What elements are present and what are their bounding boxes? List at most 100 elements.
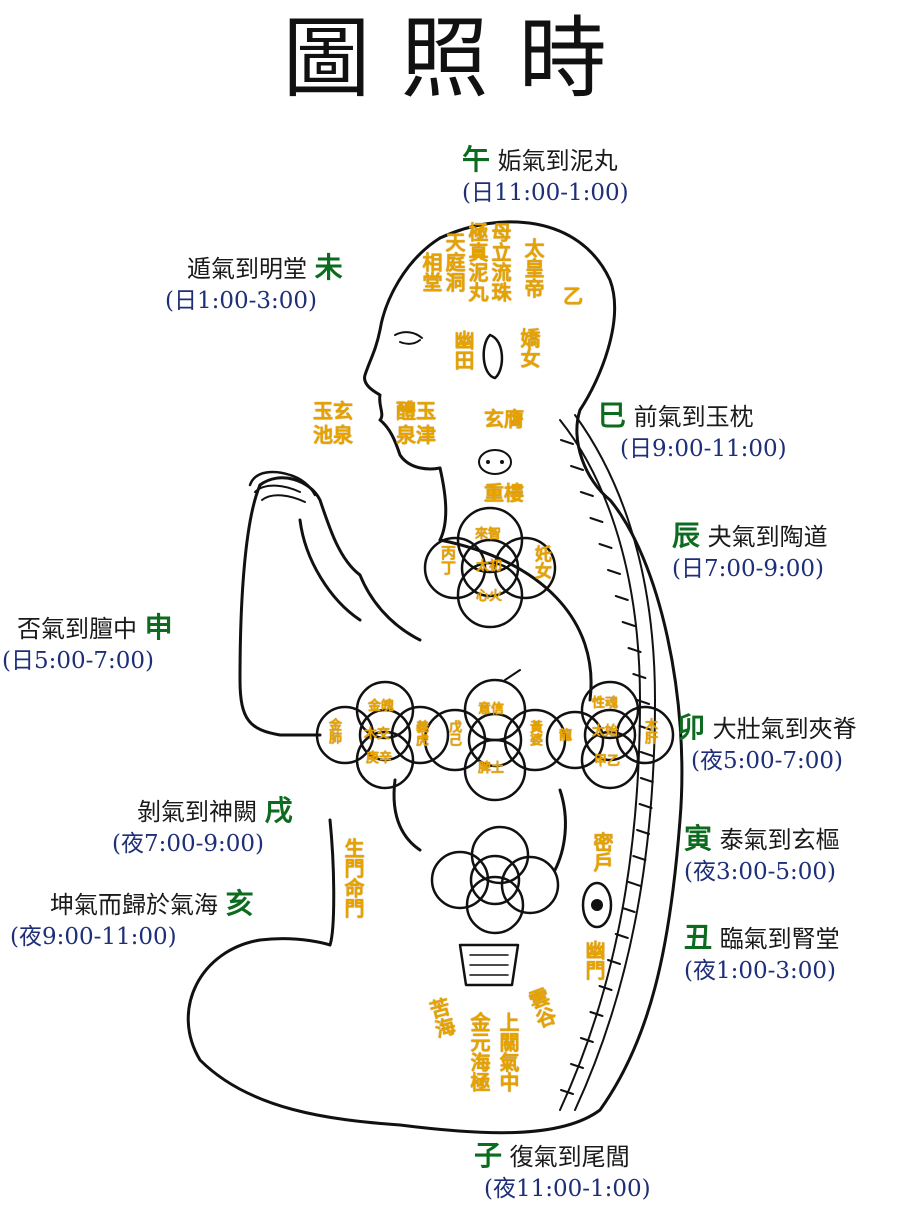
annotation-chou: 丑 臨氣到腎堂 (夜1:00-3:00) [684, 922, 840, 987]
vertebra-mark [636, 699, 651, 705]
vertebra-mark [627, 881, 642, 887]
annotation-xu-text: 剝氣到神闕 [137, 798, 257, 826]
label-jinfei: 金肺 [326, 718, 341, 744]
vertebra-mark [560, 439, 574, 445]
label-jinpo: 金魄 [368, 699, 395, 714]
annotation-si-text: 前氣到玉枕 [633, 403, 754, 431]
vertebra-mark [614, 933, 629, 939]
vertebra-mark [607, 569, 622, 575]
branch-si: 巳 [598, 399, 627, 432]
label-youtian: 幽田 [451, 330, 475, 370]
branch-wei: 未 [314, 251, 343, 284]
annotation-shen-time: (日5:00-7:00) [2, 648, 155, 674]
annotation-wei-time: (日1:00-3:00) [165, 288, 318, 314]
annotation-zi-time: (夜11:00-1:00) [484, 1176, 651, 1202]
annotation-chen-text: 夬氣到陶道 [707, 523, 828, 551]
label-shangguan: 上關氣中 [496, 1012, 520, 1092]
annotation-shen-text: 否氣到膻中 [17, 615, 137, 643]
annotation-hai-text: 坤氣而歸於氣海 [50, 891, 218, 919]
label-mujiao: 木交 [364, 727, 391, 742]
page-title: 圖照時 [282, 7, 637, 110]
branch-zi: 子 [474, 1139, 503, 1172]
vertebra-mark [639, 751, 654, 757]
annotation-zi: 子 復氣到尾閭 (夜11:00-1:00) [474, 1140, 651, 1205]
label-mihu: 密戶 [590, 832, 614, 872]
label-jinyuan: 金元海極 [467, 1012, 491, 1092]
annotation-shen: 否氣到膻中 申 (日5:00-7:00) [2, 612, 173, 677]
annotation-chen: 辰 夬氣到陶道 (日7:00-9:00) [672, 520, 828, 585]
branch-wu: 午 [462, 143, 491, 176]
annotation-wu-text: 姤氣到泥丸 [497, 147, 618, 175]
label-huangpo: 黃婆 [527, 720, 542, 746]
branch-hai: 亥 [225, 887, 254, 920]
label-heart-mid: 太初 [476, 559, 503, 574]
vertebra-mark [589, 517, 604, 523]
label-xiangtang: 相堂 [419, 252, 443, 292]
label-mugan: 木肝 [642, 718, 657, 744]
vertebra-mark [598, 543, 613, 549]
label-heart-bottom: 心火 [476, 589, 503, 604]
label-gengxin: 庚辛 [366, 751, 393, 766]
label-yihu: 義虎 [413, 720, 428, 746]
vertebra-mark [589, 1011, 604, 1017]
annotation-chou-text: 臨氣到腎堂 [719, 925, 840, 953]
annotation-hai-time: (夜9:00-11:00) [10, 924, 177, 950]
annotation-wu-time: (日11:00-1:00) [462, 180, 629, 206]
label-xuanying: 玄膺 [484, 407, 524, 431]
annotation-yin: 寅 泰氣到玄樞 (夜3:00-5:00) [684, 823, 840, 888]
branch-chen: 辰 [672, 519, 701, 552]
label-yuxuan: 玉玄 [313, 399, 353, 423]
branch-shen: 申 [144, 611, 173, 644]
label-youmen: 幽門 [582, 940, 606, 980]
label-pitu: 脾土 [478, 761, 505, 776]
vertebra-mark [607, 959, 622, 965]
vertebra-mark [627, 647, 642, 653]
vertebra-mark [636, 829, 651, 835]
label-taihuang: 太皇帝 [521, 238, 545, 298]
label-jiaonu: 嬌女 [517, 328, 541, 368]
annotation-wei: 遁氣到明堂 未 (日1:00-3:00) [165, 252, 343, 317]
label-bingding: 丙丁 [439, 545, 457, 575]
branch-mao: 卯 [677, 711, 706, 744]
label-chiquan: 池泉 [313, 423, 353, 447]
annotation-si-time: (日9:00-11:00) [620, 436, 787, 462]
label-taishi: 太始 [592, 724, 619, 739]
branch-chou: 丑 [684, 921, 713, 954]
annotation-yin-text: 泰氣到玄樞 [719, 826, 840, 854]
vertebra-mark [598, 985, 613, 991]
label-zhonglou: 重樓 [484, 481, 524, 505]
vertebra-mark [639, 777, 654, 783]
label-muli: 母立流珠 [488, 222, 512, 302]
annotation-chen-time: (日7:00-9:00) [672, 556, 825, 582]
label-tianting: 天庭洞 [442, 232, 466, 292]
branch-xu: 戌 [264, 794, 293, 827]
label-quanjin: 泉津 [396, 423, 436, 447]
vertebra-mark [579, 491, 594, 497]
label-jizhen: 極真泥丸 [465, 222, 489, 302]
spine [559, 414, 656, 1111]
branch-yin: 寅 [684, 822, 713, 855]
lower-circles [430, 825, 560, 935]
vertebra-mark [570, 465, 585, 471]
label-yi: 乙 [563, 284, 583, 308]
organ-circles [315, 678, 675, 802]
label-heart-top: 來智 [475, 527, 502, 542]
label-long: 龍 [556, 728, 571, 741]
vertebra-mark [632, 673, 647, 679]
annotation-zi-text: 復氣到尾閭 [509, 1143, 630, 1171]
cauldron-icon [458, 943, 520, 987]
label-chanu: 奼女 [531, 545, 551, 579]
label-xinghun: 性魂 [592, 696, 619, 711]
vertebra-mark [621, 621, 636, 627]
annotation-si: 巳 前氣到玉枕 (日9:00-11:00) [598, 400, 787, 465]
annotation-yin-time: (夜3:00-5:00) [684, 859, 837, 885]
annotation-mao: 卯 大壯氣到夾脊 (夜5:00-7:00) [677, 712, 857, 777]
heart-circles [423, 506, 557, 629]
vertebra-mark [579, 1037, 594, 1043]
vertebra-mark [560, 1089, 574, 1095]
vertebra-mark [621, 907, 636, 913]
annotation-mao-time: (夜5:00-7:00) [691, 748, 844, 774]
annotation-wei-text: 遁氣到明堂 [187, 255, 307, 283]
label-liyu: 醴玉 [396, 399, 436, 423]
